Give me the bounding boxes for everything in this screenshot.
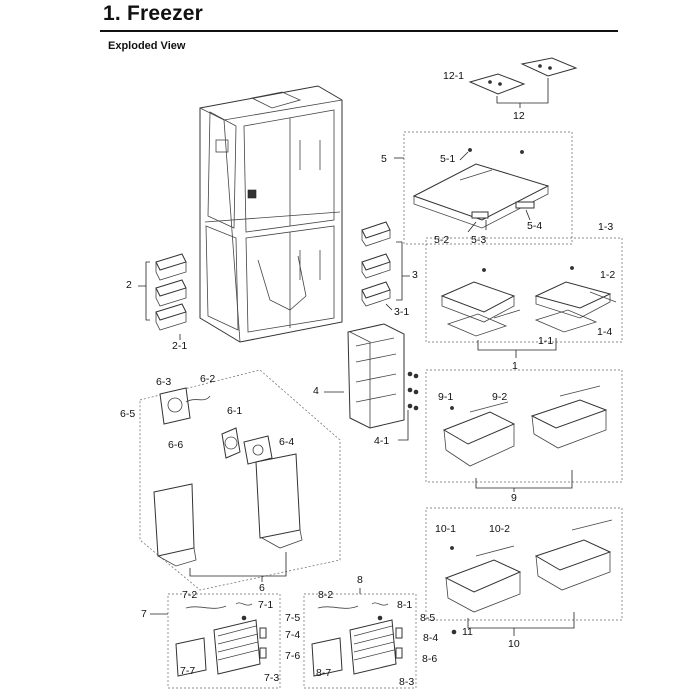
callout-1-3: 1-3 bbox=[598, 221, 614, 233]
callout-2: 2 bbox=[126, 279, 132, 291]
callout-8-2: 8-2 bbox=[318, 589, 334, 601]
callout-7-7: 7-7 bbox=[180, 665, 196, 677]
part-10-drawers bbox=[425, 507, 623, 636]
callout-8-1: 8-1 bbox=[397, 599, 413, 611]
part-7-evaporator bbox=[150, 593, 281, 689]
callout-7-5: 7-5 bbox=[285, 612, 301, 624]
callout-7: 7 bbox=[141, 608, 147, 620]
callout-9-2: 9-2 bbox=[492, 391, 508, 403]
callout-8-5: 8-5 bbox=[420, 612, 436, 624]
callout-6-3: 6-3 bbox=[156, 376, 172, 388]
callout-8-4: 8-4 bbox=[423, 632, 439, 644]
part-9-drawers bbox=[425, 369, 623, 492]
callout-8-6: 8-6 bbox=[422, 653, 438, 665]
callout-6-2: 6-2 bbox=[200, 373, 216, 385]
part-3-bins bbox=[361, 221, 410, 311]
callout-6: 6 bbox=[259, 582, 265, 594]
part-4-door bbox=[324, 323, 419, 441]
title-underline bbox=[100, 30, 618, 32]
part-1-trays bbox=[425, 237, 623, 358]
callout-5: 5 bbox=[381, 153, 387, 165]
callout-1-4: 1-4 bbox=[597, 326, 613, 338]
callout-8-7: 8-7 bbox=[316, 667, 332, 679]
callout-5-1: 5-1 bbox=[440, 153, 456, 165]
part-6-fan-assembly bbox=[139, 369, 341, 591]
callout-4: 4 bbox=[313, 385, 319, 397]
section-subtitle: Exploded View bbox=[108, 40, 186, 52]
callout-7-3: 7-3 bbox=[264, 672, 280, 684]
callout-10-1: 10-1 bbox=[435, 523, 457, 535]
callout-8: 8 bbox=[357, 574, 363, 586]
part-8-evaporator bbox=[303, 588, 417, 689]
part-2-bins bbox=[138, 253, 187, 340]
page-title: 1. Freezer bbox=[103, 2, 204, 25]
callout-6-6: 6-6 bbox=[168, 439, 184, 451]
callout-9-1: 9-1 bbox=[438, 391, 454, 403]
callout-1-1: 1-1 bbox=[538, 335, 554, 347]
callout-6-5: 6-5 bbox=[120, 408, 136, 420]
callout-12-1: 12-1 bbox=[443, 70, 465, 82]
callout-7-6: 7-6 bbox=[285, 650, 301, 662]
part-12-filters bbox=[468, 57, 578, 108]
callout-5-3: 5-3 bbox=[471, 234, 487, 246]
callout-1: 1 bbox=[512, 360, 518, 372]
callout-2-1: 2-1 bbox=[172, 340, 188, 352]
callout-3-1: 3-1 bbox=[394, 306, 410, 318]
callout-7-1: 7-1 bbox=[258, 599, 274, 611]
callout-7-4: 7-4 bbox=[285, 629, 301, 641]
callout-3: 3 bbox=[412, 269, 418, 281]
callout-6-4: 6-4 bbox=[279, 436, 295, 448]
callout-1-2: 1-2 bbox=[600, 269, 616, 281]
callout-10: 10 bbox=[508, 638, 520, 650]
callout-10-2: 10-2 bbox=[489, 523, 511, 535]
callout-6-1: 6-1 bbox=[227, 405, 243, 417]
callout-5-2: 5-2 bbox=[434, 234, 450, 246]
callout-5-4: 5-4 bbox=[527, 220, 543, 232]
callout-8-3: 8-3 bbox=[399, 676, 415, 688]
callout-11: 11 bbox=[462, 626, 473, 638]
part-5-cover bbox=[394, 131, 573, 245]
callout-4-1: 4-1 bbox=[374, 435, 390, 447]
callout-12: 12 bbox=[513, 110, 525, 122]
callout-9: 9 bbox=[511, 492, 517, 504]
callout-7-2: 7-2 bbox=[182, 589, 198, 601]
freezer-cabinet bbox=[199, 85, 343, 343]
